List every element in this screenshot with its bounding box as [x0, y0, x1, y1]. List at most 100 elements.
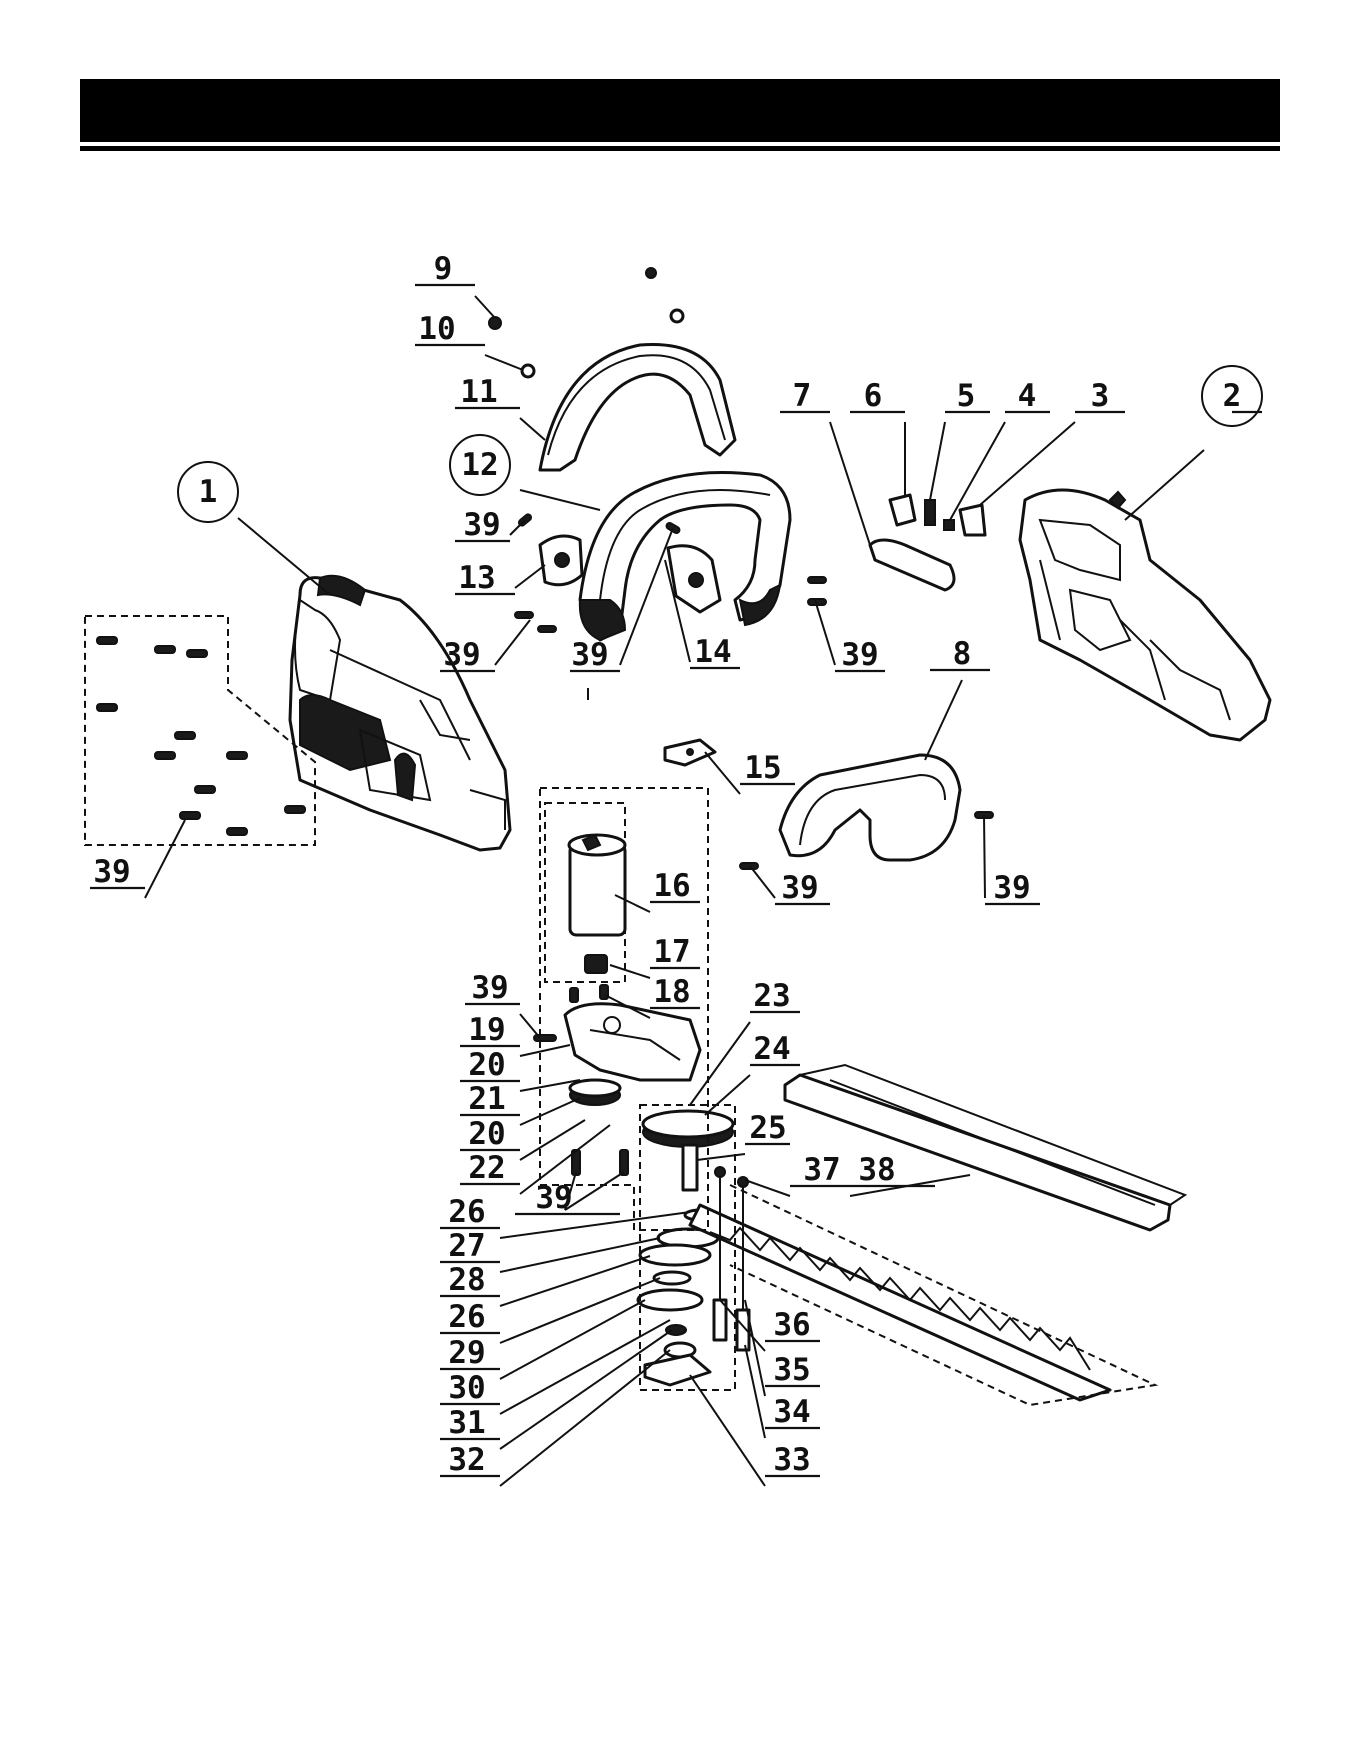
callout-1: 1	[178, 462, 330, 595]
leader-line	[500, 1238, 660, 1272]
callout-number: 39	[535, 1180, 572, 1216]
callout-number: 6	[864, 378, 883, 414]
leader-line	[815, 600, 835, 665]
callout-39: 39	[455, 507, 525, 543]
callout-number: 2	[1223, 378, 1242, 414]
callout-11: 11	[455, 374, 545, 440]
leader-line	[925, 680, 962, 760]
right-housing	[1020, 490, 1270, 740]
leader-line	[745, 1345, 765, 1438]
callout-9: 9	[415, 251, 495, 318]
header-bar	[80, 79, 1280, 151]
leader-line	[690, 1375, 765, 1486]
callout-number: 34	[773, 1394, 810, 1430]
callout-39: 39	[515, 1172, 624, 1216]
callout-37: 37	[745, 1152, 850, 1196]
callout-3: 3	[980, 378, 1125, 505]
callout-number: 16	[653, 868, 690, 904]
callout-6: 6	[850, 378, 905, 495]
callout-number: 24	[753, 1031, 790, 1067]
callout-number: 26	[448, 1194, 485, 1230]
callout-5: 5	[930, 378, 990, 500]
callout-number: 39	[781, 870, 818, 906]
callout-number: 39	[993, 870, 1030, 906]
callout-2: 2	[1125, 366, 1262, 520]
callout-number: 38	[858, 1152, 895, 1188]
callout-number: 39	[463, 507, 500, 543]
upper-bail-handle	[540, 344, 735, 470]
leader-line	[520, 1014, 540, 1038]
leader-line	[500, 1278, 660, 1343]
callout-number: 29	[448, 1335, 485, 1371]
callout-number: 30	[448, 1370, 485, 1406]
callout-16: 16	[615, 868, 700, 912]
part-illustrations	[85, 268, 1270, 1405]
callout-number: 27	[448, 1228, 485, 1264]
leader-line	[520, 1098, 580, 1125]
eccentric-shaft	[683, 1145, 697, 1190]
handle-clamp-13	[540, 536, 582, 585]
callout-number: 13	[458, 560, 495, 596]
gear-housing	[565, 1004, 700, 1080]
callout-number: 3	[1091, 378, 1110, 414]
callout-number: 7	[793, 378, 812, 414]
trigger-assembly	[870, 495, 985, 590]
callout-number: 21	[468, 1081, 505, 1117]
plate-stack	[638, 1210, 718, 1385]
blade-bolts	[714, 1167, 749, 1350]
leader-line	[520, 490, 600, 510]
callout-number: 28	[448, 1262, 485, 1298]
callout-number: 12	[461, 447, 498, 483]
callout-number: 22	[468, 1150, 505, 1186]
leader-line	[830, 422, 870, 545]
leader-line	[610, 965, 650, 978]
callout-10: 10	[415, 311, 523, 370]
leader-line	[705, 1075, 750, 1115]
callout-8: 8	[925, 636, 990, 760]
leader-line	[705, 752, 740, 794]
callout-number: 15	[744, 750, 781, 786]
callout-39: 39	[440, 620, 530, 673]
callout-number: 31	[448, 1405, 485, 1441]
callout-39: 39	[984, 815, 1040, 906]
callout-number: 1	[199, 474, 218, 510]
callout-number: 19	[468, 1012, 505, 1048]
rear-handle	[780, 755, 960, 860]
callout-15: 15	[705, 750, 795, 794]
leader-line	[1125, 450, 1204, 520]
leader-line	[500, 1350, 670, 1486]
leader-line	[238, 518, 330, 595]
switch-plate	[665, 740, 715, 765]
leader-line	[520, 418, 545, 440]
screws	[97, 268, 993, 1175]
callout-number: 10	[418, 311, 455, 347]
leader-line	[745, 1180, 790, 1196]
callout-number: 18	[653, 974, 690, 1010]
callout-number: 39	[571, 637, 608, 673]
callout-13: 13	[455, 560, 545, 596]
leader-line	[500, 1300, 645, 1379]
leader-line	[485, 355, 523, 370]
leader-line	[984, 815, 985, 898]
callout-number: 37	[803, 1152, 840, 1188]
leader-line	[930, 422, 945, 500]
leader-line	[697, 1154, 745, 1160]
callout-number: 4	[1018, 378, 1037, 414]
leader-line	[520, 1045, 570, 1056]
callout-number: 36	[773, 1307, 810, 1343]
callout-number: 35	[773, 1352, 810, 1388]
callout-number: 32	[448, 1442, 485, 1478]
callout-number: 8	[953, 636, 972, 672]
leader-line	[475, 296, 495, 318]
callout-number: 25	[749, 1110, 786, 1146]
blade-bar	[785, 1065, 1185, 1230]
leader-line	[510, 520, 525, 535]
callout-39: 39	[90, 820, 185, 898]
callout-number: 20	[468, 1047, 505, 1083]
leader-line	[515, 565, 545, 588]
callout-number: 39	[841, 637, 878, 673]
callout-number: 5	[957, 378, 976, 414]
leader-line	[145, 820, 185, 898]
callout-number: 17	[653, 934, 690, 970]
